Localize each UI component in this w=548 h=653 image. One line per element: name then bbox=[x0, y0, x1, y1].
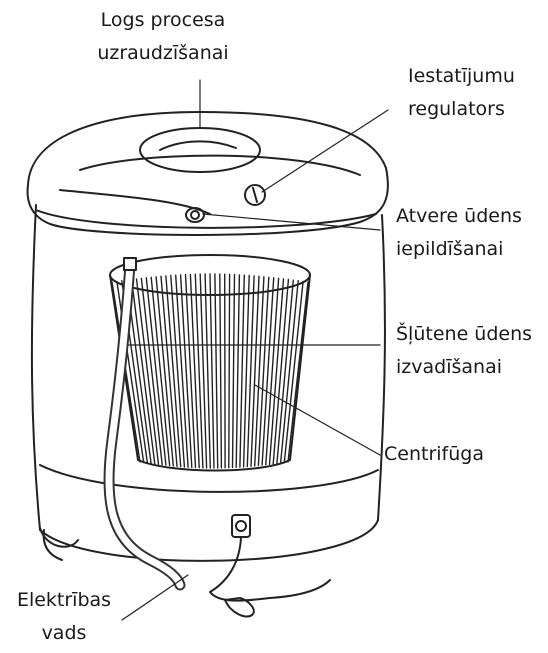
basket-rib bbox=[220, 274, 222, 468]
basket-ribs bbox=[112, 274, 308, 468]
label-water-inlet: Atvere ūdens iepildīšanai bbox=[396, 200, 546, 266]
label-drain-hose: Šļūtene ūdens izvadīšanai bbox=[396, 318, 546, 384]
leader-regulator bbox=[262, 110, 388, 192]
basket-rib bbox=[215, 274, 218, 468]
label-centrifuge: Centrifūga bbox=[384, 438, 534, 471]
label-viewing-window: Logs procesa uzraudzīšanai bbox=[78, 4, 248, 70]
viewing-window bbox=[140, 128, 260, 172]
basket-rib bbox=[190, 274, 199, 467]
basket-rib bbox=[236, 275, 239, 467]
basket-rib bbox=[151, 277, 169, 465]
power-socket bbox=[232, 515, 250, 537]
leader-centrifuge bbox=[255, 385, 380, 455]
basket-rib bbox=[229, 274, 230, 467]
basket-rib bbox=[281, 281, 299, 463]
label-power-cable: Elektrības vads bbox=[0, 584, 128, 650]
base-band bbox=[40, 465, 378, 492]
leader-cable bbox=[122, 575, 188, 620]
lid-panel bbox=[80, 156, 360, 175]
power-cable bbox=[210, 537, 330, 601]
label-settings-regulator: Iestatījumu regulators bbox=[408, 60, 543, 126]
lid bbox=[28, 112, 388, 235]
basket-rib bbox=[210, 274, 214, 468]
basket-rib bbox=[233, 275, 235, 468]
basket-rib bbox=[240, 275, 244, 467]
basket-rib bbox=[251, 276, 259, 466]
